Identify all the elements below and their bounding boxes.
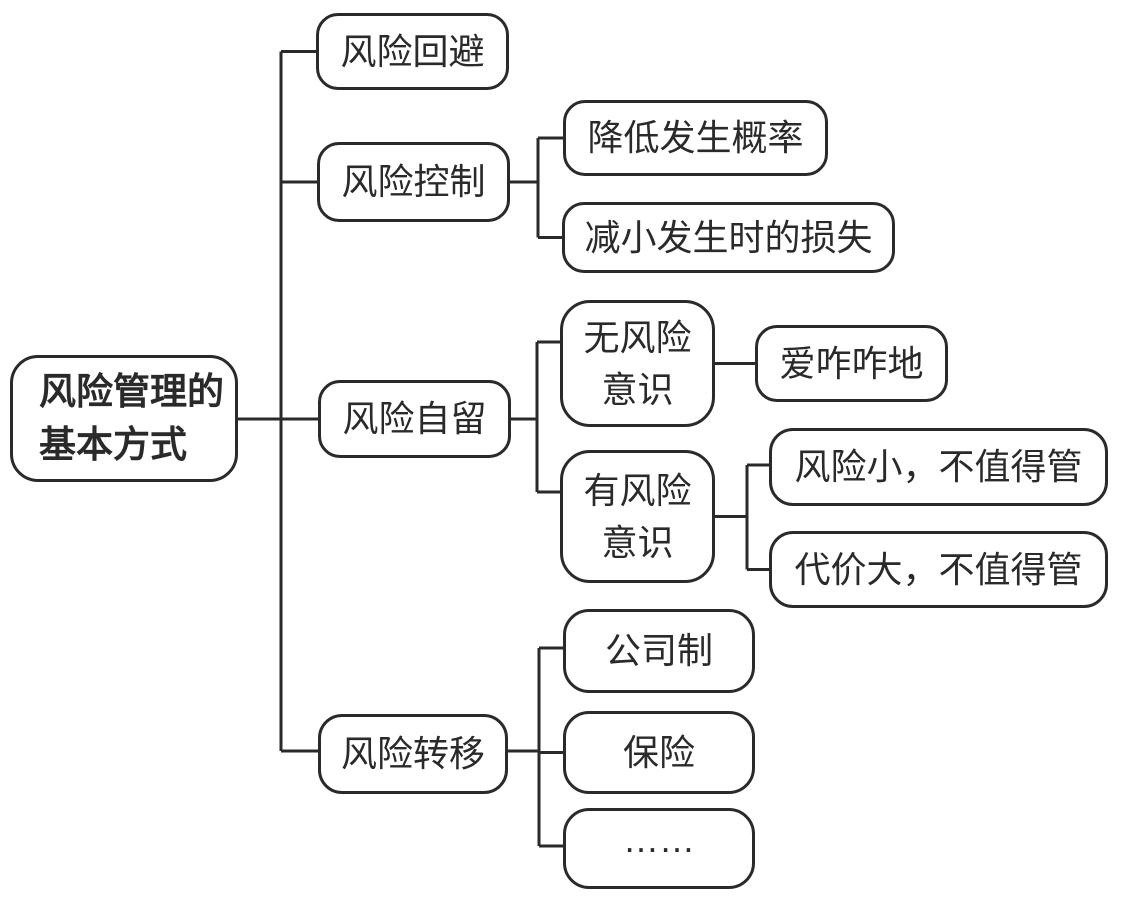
node-risk-retention: 风险自留 <box>318 380 511 458</box>
node-no-risk-awareness-label-line1: 无风险 <box>583 317 692 359</box>
node-reduce-loss: 减小发生时的损失 <box>562 202 895 273</box>
node-risk-control: 风险控制 <box>317 142 510 222</box>
node-no-risk-awareness: 无风险 意识 <box>560 300 715 427</box>
node-whatever-happens: 爱咋咋地 <box>755 325 948 402</box>
node-has-risk-awareness: 有风险 意识 <box>560 450 715 583</box>
node-ellipsis-label: …… <box>623 818 695 860</box>
node-no-risk-awareness-label-line2: 意识 <box>601 368 674 410</box>
node-root-label-line1: 风险管理的 <box>39 370 224 412</box>
node-insurance: 保险 <box>563 711 755 794</box>
node-risk-transfer: 风险转移 <box>318 714 508 794</box>
node-risk-avoidance: 风险回避 <box>316 13 509 90</box>
node-root: 风险管理的 基本方式 <box>10 355 238 482</box>
node-root-label-line2: 基本方式 <box>39 423 187 465</box>
node-corporate-system: 公司制 <box>563 609 755 693</box>
node-reduce-probability: 降低发生概率 <box>563 100 828 176</box>
node-small-risk-not-worth-managing: 风险小，不值得管 <box>769 428 1108 506</box>
node-high-cost-not-worth-managing: 代价大，不值得管 <box>769 531 1108 608</box>
node-ellipsis: …… <box>563 808 755 889</box>
node-has-risk-awareness-label-line2: 意识 <box>601 521 674 563</box>
connector-group <box>238 50 769 848</box>
node-has-risk-awareness-label-line1: 有风险 <box>583 470 692 512</box>
